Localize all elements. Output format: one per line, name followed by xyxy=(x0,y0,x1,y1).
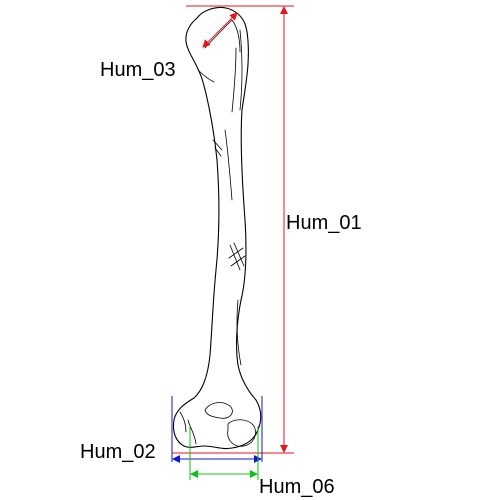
hum-01-label: Hum_01 xyxy=(286,212,362,234)
humerus-bone xyxy=(172,6,262,450)
hum-06-label: Hum_06 xyxy=(259,476,335,498)
hum-03-arrow xyxy=(202,12,238,48)
hum-01-measurement: Hum_01 xyxy=(172,5,362,454)
hum-02-measurement: Hum_02 xyxy=(80,396,263,463)
hum-03-measurement: Hum_03 xyxy=(100,12,238,81)
hum-06-measurement: Hum_06 xyxy=(189,426,335,498)
hum-03-label: Hum_03 xyxy=(100,59,176,81)
hum-02-label: Hum_02 xyxy=(80,441,156,463)
